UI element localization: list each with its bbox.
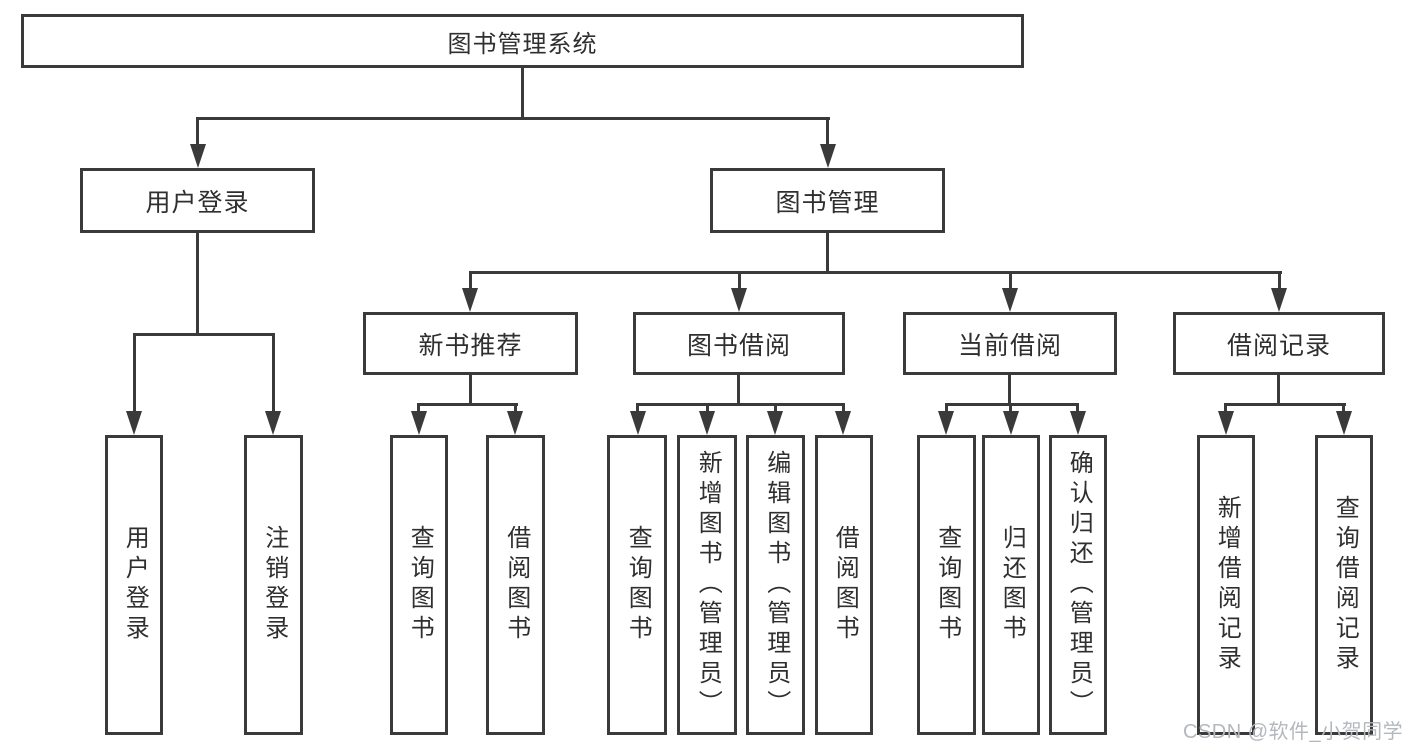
node-label: 归还图书 — [998, 525, 1026, 645]
arrowhead-down-icon — [767, 411, 783, 435]
arrowhead-down-icon — [126, 411, 142, 435]
connector-line — [469, 271, 1282, 274]
node-label: 借阅图书 — [831, 525, 859, 645]
node-label: 用户登录 — [145, 188, 250, 217]
node-label: 查询图书 — [624, 525, 652, 645]
connector-line — [196, 117, 830, 120]
node-label: 查询借阅记录 — [1331, 495, 1359, 675]
arrowhead-down-icon — [1003, 411, 1019, 435]
node-new-book-recommend: 新书推荐 — [363, 312, 578, 375]
node-book-borrowing: 图书借阅 — [633, 312, 845, 375]
connector-line — [1008, 373, 1011, 406]
node-label: 借阅记录 — [1226, 331, 1331, 360]
node-label: 新增图书（管理员） — [694, 450, 722, 720]
node-current-borrowing: 当前借阅 — [903, 312, 1117, 375]
connector-line — [826, 117, 829, 149]
node-label: 查询图书 — [933, 525, 961, 645]
connector-line — [521, 66, 524, 119]
arrowhead-down-icon — [820, 144, 836, 168]
leaf-borrowing-add-books-admin: 新增图书（管理员） — [677, 435, 737, 735]
arrowhead-down-icon — [1070, 411, 1086, 435]
leaf-records-add-record: 新增借阅记录 — [1197, 435, 1255, 735]
connector-line — [1224, 403, 1227, 415]
leaf-records-query-record: 查询借阅记录 — [1315, 435, 1373, 735]
connector-line — [196, 117, 199, 149]
leaf-borrowing-borrow-books: 借阅图书 — [815, 435, 873, 735]
node-user-login: 用户登录 — [80, 168, 315, 233]
connector-line — [417, 403, 420, 415]
connector-line — [272, 333, 275, 415]
arrowhead-down-icon — [1218, 411, 1234, 435]
arrowhead-down-icon — [835, 411, 851, 435]
node-label: 新增借阅记录 — [1213, 495, 1241, 675]
node-label: 新书推荐 — [418, 331, 523, 360]
leaf-logout: 注销登录 — [244, 435, 303, 735]
leaf-borrowing-query-books: 查询图书 — [607, 435, 667, 735]
connector-line — [738, 271, 741, 293]
connector-line — [133, 333, 275, 336]
node-label: 当前借阅 — [957, 331, 1062, 360]
connector-line — [1009, 271, 1012, 293]
arrowhead-down-icon — [411, 411, 427, 435]
arrowhead-down-icon — [731, 288, 747, 312]
connector-line — [133, 333, 136, 415]
connector-line — [706, 403, 709, 415]
node-book-management: 图书管理 — [710, 168, 945, 233]
connector-line — [1277, 373, 1280, 406]
node-label: 借阅图书 — [502, 525, 530, 645]
node-library-management-system: 图书管理系统 — [21, 14, 1024, 68]
node-label: 图书管理系统 — [447, 30, 598, 58]
connector-line — [514, 403, 517, 415]
arrowhead-down-icon — [190, 144, 206, 168]
connector-line — [945, 403, 1079, 406]
arrowhead-down-icon — [938, 411, 954, 435]
node-label: 查询图书 — [406, 525, 434, 645]
node-label: 确认归还（管理员） — [1065, 450, 1093, 720]
leaf-current-return-books: 归还图书 — [982, 435, 1040, 735]
connector-line — [417, 403, 518, 406]
arrowhead-down-icon — [630, 411, 646, 435]
connector-line — [826, 231, 829, 274]
connector-line — [1009, 403, 1012, 415]
connector-line — [945, 403, 948, 415]
node-label: 编辑图书（管理员） — [762, 450, 790, 720]
connector-line — [737, 373, 740, 406]
leaf-user-login: 用户登录 — [105, 435, 163, 735]
connector-line — [842, 403, 845, 415]
node-borrowing-records: 借阅记录 — [1173, 312, 1385, 375]
arrowhead-down-icon — [699, 411, 715, 435]
connector-line — [469, 271, 472, 293]
leaf-borrowing-edit-books-admin: 编辑图书（管理员） — [746, 435, 805, 735]
node-label: 注销登录 — [260, 525, 288, 645]
node-label: 用户登录 — [121, 525, 149, 645]
connector-line — [196, 231, 199, 336]
node-label: 图书借阅 — [686, 331, 791, 360]
connector-line — [1278, 271, 1281, 293]
arrowhead-down-icon — [1002, 288, 1018, 312]
arrowhead-down-icon — [1336, 411, 1352, 435]
leaf-current-query-books: 查询图书 — [917, 435, 976, 735]
connector-line — [1224, 403, 1346, 406]
connector-line — [636, 403, 845, 406]
arrowhead-down-icon — [1271, 288, 1287, 312]
leaf-recommend-query-books: 查询图书 — [390, 435, 448, 735]
csdn-watermark: CSDN @软件_小贺同学 — [1183, 721, 1404, 743]
connector-line — [774, 403, 777, 415]
arrowhead-down-icon — [462, 288, 478, 312]
connector-line — [636, 403, 639, 415]
connector-line — [1342, 403, 1345, 415]
node-label: 图书管理 — [775, 188, 880, 217]
connector-line — [469, 373, 472, 406]
leaf-current-confirm-return-admin: 确认归还（管理员） — [1049, 435, 1107, 735]
connector-line — [1076, 403, 1079, 415]
arrowhead-down-icon — [507, 411, 523, 435]
arrowhead-down-icon — [265, 411, 281, 435]
leaf-recommend-borrow-books: 借阅图书 — [486, 435, 545, 735]
